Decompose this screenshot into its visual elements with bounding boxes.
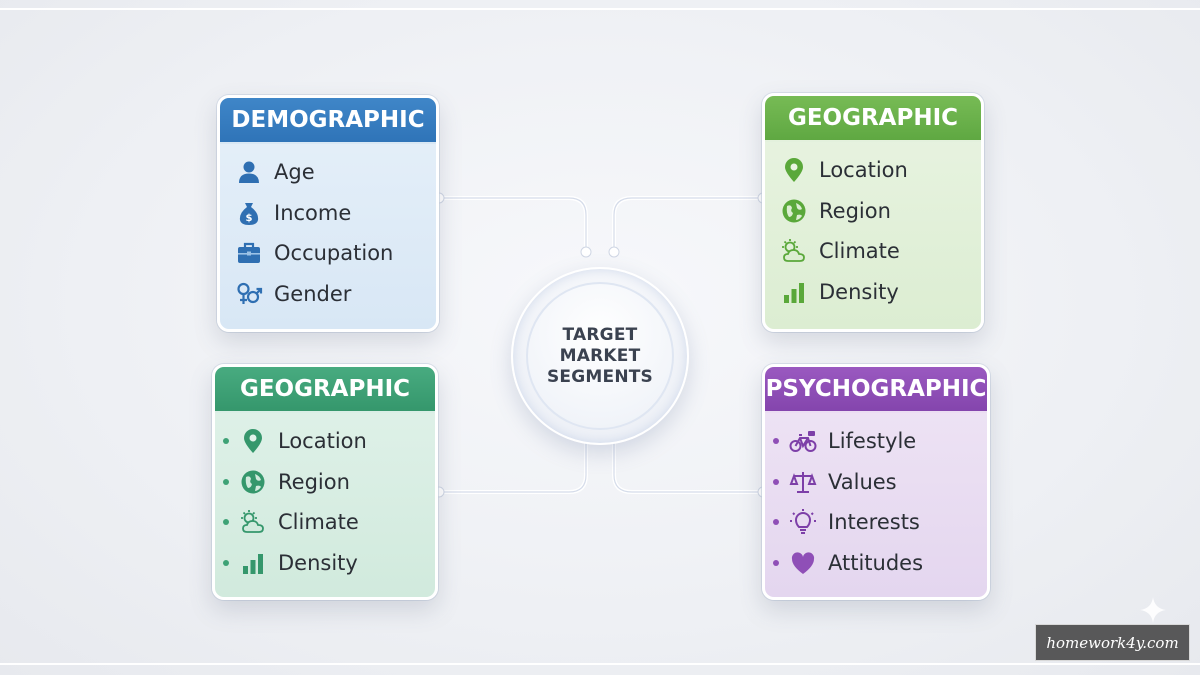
center-title-line-1: TARGET xyxy=(562,324,638,345)
demographic-list: Age $ Income Occupation Gender xyxy=(220,144,436,314)
list-item: Interests xyxy=(773,502,987,543)
list-item: Region xyxy=(779,191,981,232)
heart-icon xyxy=(788,548,818,578)
center-title-line-2: MARKET xyxy=(559,345,641,366)
bullet-dot xyxy=(223,438,229,445)
list-item: $ Income xyxy=(234,193,436,234)
bullet-dot xyxy=(773,478,779,485)
center-hub: TARGET MARKET SEGMENTS xyxy=(526,282,674,430)
bullet-dot xyxy=(773,519,779,526)
bullet-dot xyxy=(223,478,229,485)
list-item: Density xyxy=(223,543,435,584)
list-item: Density xyxy=(779,272,981,313)
list-item: Region xyxy=(223,462,435,503)
center-title-line-3: SEGMENTS xyxy=(546,366,653,387)
globe-icon xyxy=(238,467,268,497)
item-label: Density xyxy=(819,279,899,304)
list-item: Values xyxy=(773,462,987,503)
watermark: homework4y.com xyxy=(1035,624,1190,661)
item-label: Age xyxy=(274,160,315,185)
location-pin-icon xyxy=(779,155,809,185)
item-label: Density xyxy=(278,550,358,575)
person-icon xyxy=(234,157,264,187)
item-label: Interests xyxy=(828,510,920,535)
psychographic-list: Lifestyle Values Interests Attitudes xyxy=(765,413,987,583)
gender-icon xyxy=(234,279,264,309)
money-bag-icon: $ xyxy=(234,198,264,228)
briefcase-icon xyxy=(234,238,264,268)
item-label: Climate xyxy=(819,239,900,264)
bullet-dot xyxy=(773,559,779,566)
frame-line-top xyxy=(0,8,1200,10)
globe-icon xyxy=(779,196,809,226)
bicycle-icon xyxy=(788,426,818,456)
bullet-dot xyxy=(223,559,229,566)
list-item: Gender xyxy=(234,274,436,315)
list-item: Attitudes xyxy=(773,543,987,584)
frame-line-bottom xyxy=(0,663,1200,665)
psychographic-card: PSYCHOGRAPHIC Lifestyle Values Interests xyxy=(762,364,990,600)
geographic-card-top: GEOGRAPHIC Location Region Climate Densi… xyxy=(762,93,984,332)
list-item: Location xyxy=(779,150,981,191)
item-label: Region xyxy=(278,469,350,494)
location-pin-icon xyxy=(238,426,268,456)
geographic-header-bottom: GEOGRAPHIC xyxy=(215,367,435,413)
list-item: Age xyxy=(234,152,436,193)
lightbulb-icon xyxy=(788,507,818,537)
sun-cloud-icon xyxy=(779,236,809,266)
scales-icon xyxy=(788,467,818,497)
item-label: Attitudes xyxy=(828,550,924,575)
list-item: Climate xyxy=(779,231,981,272)
item-label: Gender xyxy=(274,281,352,306)
sun-cloud-icon xyxy=(238,507,268,537)
geographic-header-top: GEOGRAPHIC xyxy=(765,96,981,142)
item-label: Occupation xyxy=(274,241,394,266)
bullet-dot xyxy=(223,519,229,526)
svg-text:$: $ xyxy=(246,213,253,224)
item-label: Income xyxy=(274,200,352,225)
geographic-card-bottom: GEOGRAPHIC Location Region Climate xyxy=(212,364,438,600)
list-item: Lifestyle xyxy=(773,421,987,462)
item-label: Location xyxy=(819,158,908,183)
item-label: Values xyxy=(828,469,897,494)
item-label: Climate xyxy=(278,510,359,535)
sparkle-icon xyxy=(1140,597,1166,623)
list-item: Location xyxy=(223,421,435,462)
bar-chart-icon xyxy=(238,548,268,578)
item-label: Location xyxy=(278,429,367,454)
psychographic-header: PSYCHOGRAPHIC xyxy=(765,367,987,413)
geographic-bottom-list: Location Region Climate Density xyxy=(215,413,435,583)
bullet-dot xyxy=(773,438,779,445)
list-item: Occupation xyxy=(234,233,436,274)
bar-chart-icon xyxy=(779,277,809,307)
list-item: Climate xyxy=(223,502,435,543)
item-label: Region xyxy=(819,198,891,223)
item-label: Lifestyle xyxy=(828,429,917,454)
geographic-top-list: Location Region Climate Density xyxy=(765,142,981,312)
demographic-header: DEMOGRAPHIC xyxy=(220,98,436,144)
demographic-card: DEMOGRAPHIC Age $ Income Occupation Gend… xyxy=(217,95,439,332)
